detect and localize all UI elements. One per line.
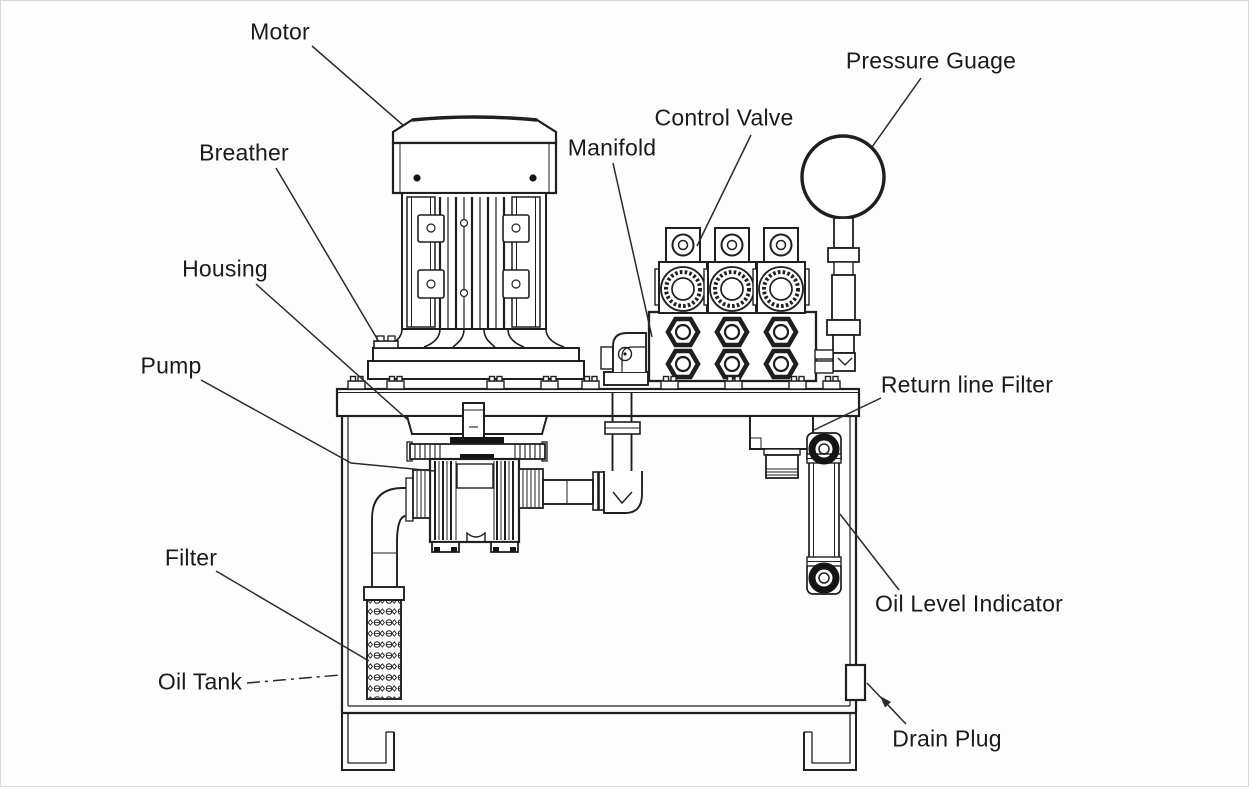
pump-shaft [462, 402, 485, 440]
label-return-line-filter: Return line Filter [880, 371, 1054, 398]
control-valve-3 [751, 226, 811, 315]
motor-base-plate-lower [367, 360, 585, 380]
label-oil-tank: Oil Tank [157, 668, 243, 695]
gauge-face [800, 134, 886, 220]
leader-oil-tank [246, 674, 341, 684]
leader-oil-level-indicator [839, 513, 900, 591]
hold-down-tab [581, 375, 600, 390]
leader-filter [215, 570, 370, 662]
label-pressure-guage: Pressure Guage [845, 47, 1017, 74]
leader-drain-plug-arrowhead [880, 696, 891, 708]
tank-left-leg [341, 713, 395, 771]
breather-drawing [373, 335, 399, 349]
oil-level-indicator-drawing [806, 432, 842, 595]
label-filter: Filter [164, 544, 218, 571]
manifold-drawing [647, 310, 841, 390]
discharge-elbow [603, 471, 643, 514]
label-drain-plug: Drain Plug [892, 725, 1002, 752]
label-manifold: Manifold [567, 134, 657, 161]
leader-housing [255, 283, 409, 421]
discharge-line-drawing [518, 393, 643, 514]
label-control-valve: Control Valve [654, 104, 794, 131]
motor-top-band [391, 141, 558, 195]
leader-pressure-guage [871, 77, 922, 148]
tank-right-leg [803, 713, 857, 771]
mounting-plate-drawing [347, 335, 600, 390]
return-line-filter-drawing [749, 415, 814, 479]
pump-drawing [428, 457, 521, 553]
motor-bottom-flange [383, 328, 565, 348]
suction-line-drawing [363, 469, 431, 700]
indicator-bottom-bolt [808, 562, 840, 594]
pump-housing-drawing [405, 402, 549, 462]
suction-filter-cap [363, 586, 405, 601]
leader-pump [200, 379, 435, 472]
pressure-gauge-drawing [800, 134, 886, 374]
return-filter-head [749, 415, 814, 450]
label-pump: Pump [140, 352, 202, 379]
drain-plug-drawing [844, 663, 867, 702]
motor-right-tie-rod [502, 196, 541, 328]
control-valve-1 [653, 226, 713, 315]
label-housing: Housing [182, 255, 268, 282]
motor-base-plate-upper [372, 347, 580, 362]
manifold-inlet-elbow-drawing [600, 332, 649, 386]
suction-filter [366, 599, 402, 700]
tank-top-rail [335, 387, 861, 418]
motor-drawing [383, 115, 565, 348]
leader-lines [200, 45, 922, 725]
label-oil-level-indicator: Oil Level Indicator [875, 590, 1063, 617]
control-valves-drawing [653, 226, 811, 315]
manifold-foot [822, 375, 841, 390]
indicator-top-bolt [808, 433, 840, 465]
motor-left-tie-rod [406, 196, 445, 328]
leader-breather [275, 167, 380, 343]
leader-manifold [612, 162, 653, 338]
label-breather: Breather [199, 139, 289, 166]
leader-return-line-filter [813, 397, 882, 431]
label-motor: Motor [250, 18, 310, 45]
control-valve-2 [702, 226, 762, 315]
leader-control-valve [696, 134, 752, 247]
leader-motor [311, 45, 405, 127]
oil-tank-drawing [335, 387, 861, 771]
